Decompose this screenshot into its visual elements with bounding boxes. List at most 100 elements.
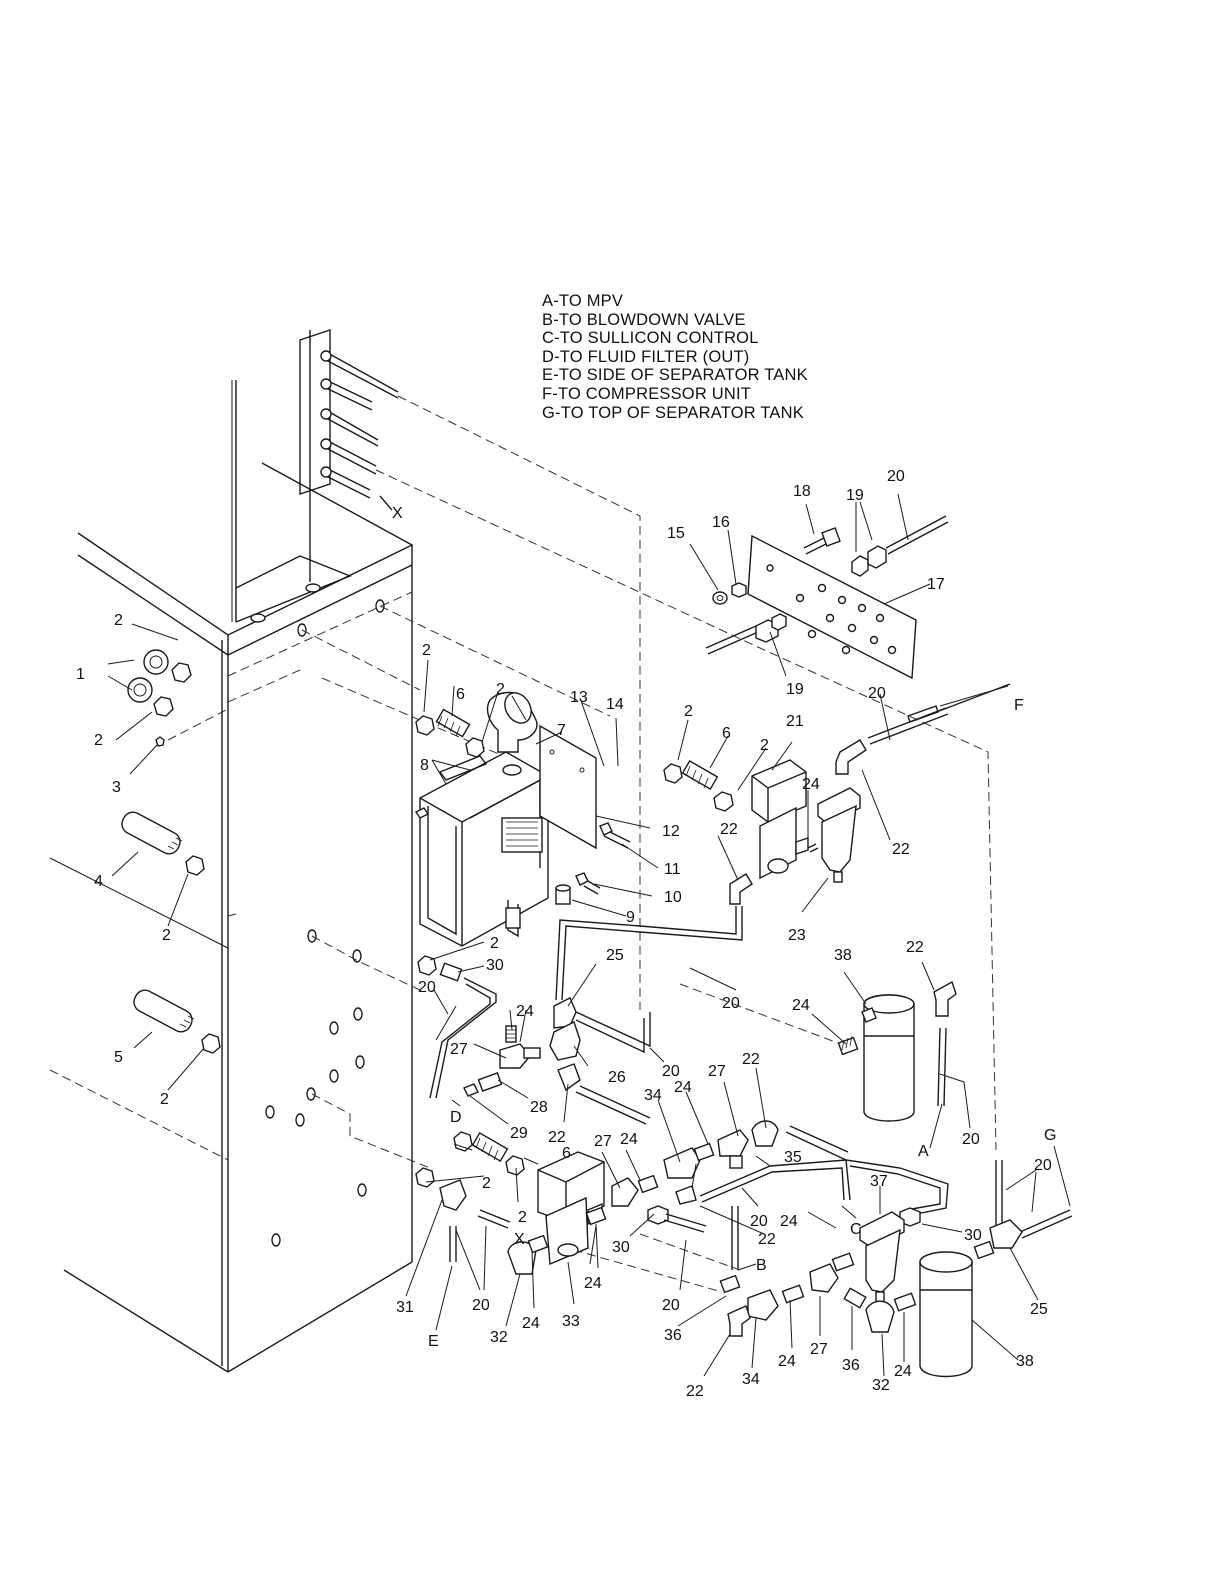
- callout-labels: X 20 18 19 15 16 17 19 2 1 2 3 2 6 2 13 …: [76, 468, 1056, 1400]
- callout-2-f: 2: [760, 737, 769, 754]
- pressure-switch-assembly: [414, 724, 631, 947]
- callout-28: 28: [530, 1099, 548, 1116]
- callout-18: 18: [793, 483, 811, 500]
- callout-16: 16: [712, 514, 730, 531]
- callout-24-d: 24: [674, 1079, 692, 1096]
- elbow-22-tube-f: [835, 683, 1011, 775]
- callout-30-b: 30: [612, 1239, 630, 1256]
- elbow-fitting-7: [486, 691, 538, 753]
- callout-2-d: 2: [496, 681, 505, 698]
- callout-24-b: 24: [792, 997, 810, 1014]
- legend-item-g: G-TO TOP OF SEPARATOR TANK: [542, 403, 804, 422]
- callout-2-i: 2: [160, 1091, 169, 1108]
- fluid-filter-38-upper: [837, 980, 957, 1122]
- callout-x-top: X: [392, 505, 403, 522]
- tubing-g: [973, 1160, 1073, 1260]
- callout-24-a: 24: [802, 776, 820, 793]
- callout-34-b: 34: [742, 1371, 760, 1388]
- callout-a: A: [918, 1143, 929, 1160]
- callout-20-d: 20: [418, 979, 436, 996]
- nipple-set-lower: [453, 1131, 525, 1176]
- callout-6-a: 6: [456, 686, 465, 703]
- callout-g: G: [1044, 1127, 1056, 1144]
- callout-5: 5: [114, 1049, 123, 1066]
- callout-b: B: [756, 1257, 767, 1274]
- callout-31: 31: [396, 1299, 414, 1316]
- tee-31: [415, 1167, 511, 1262]
- lower-right-piping: [719, 1252, 917, 1337]
- callout-22-d: 22: [548, 1129, 566, 1146]
- legend-item-e: E-TO SIDE OF SEPARATOR TANK: [542, 366, 808, 385]
- legend-item-b: B-TO BLOWDOWN VALVE: [542, 310, 746, 329]
- callout-15: 15: [667, 525, 685, 542]
- callout-22-e: 22: [742, 1051, 760, 1068]
- callout-2-a: 2: [114, 612, 123, 629]
- callout-3: 3: [112, 779, 121, 796]
- callout-13: 13: [570, 689, 588, 706]
- tubing-20-center: [555, 873, 753, 1001]
- callout-1: 1: [76, 666, 85, 683]
- solenoid-valve-21: [663, 759, 809, 880]
- callout-32-b: 32: [872, 1377, 890, 1394]
- legend-item-d: D-TO FLUID FILTER (OUT): [542, 347, 750, 366]
- callout-19-top: 19: [846, 487, 864, 504]
- callout-f: F: [1014, 697, 1024, 714]
- callout-11: 11: [664, 861, 681, 878]
- callout-20-f: 20: [868, 685, 886, 702]
- callout-26: 26: [608, 1069, 626, 1086]
- solenoid-valve-33: [537, 1151, 605, 1266]
- callout-20-lower: 20: [662, 1297, 680, 1314]
- callout-24-j: 24: [894, 1363, 912, 1380]
- stud-row: [320, 350, 399, 499]
- destination-legend: A-TO MPV B-TO BLOWDOWN VALVE C-TO SULLIC…: [542, 292, 808, 422]
- routing-lines: [167, 395, 997, 1293]
- tee-27-left: [463, 1025, 541, 1097]
- callout-20-center: 20: [722, 995, 740, 1012]
- legend-item-f: F-TO COMPRESSOR UNIT: [542, 384, 752, 403]
- callout-20-a: 20: [962, 1131, 980, 1148]
- panel-mounting-holes: [265, 599, 385, 1247]
- callout-22-g: 22: [686, 1383, 704, 1400]
- callout-20-top: 20: [887, 468, 905, 485]
- leader-lines: [107, 493, 1071, 1377]
- callout-d: D: [450, 1109, 462, 1126]
- callout-2-b: 2: [94, 732, 103, 749]
- callout-37: 37: [870, 1173, 888, 1190]
- callout-21: 21: [786, 713, 804, 730]
- callout-17: 17: [927, 576, 945, 593]
- bracket-plate-17: [705, 515, 949, 680]
- callout-24-h: 24: [584, 1275, 602, 1292]
- callout-27-b: 27: [708, 1063, 726, 1080]
- fitting-30-tube-d: [417, 955, 497, 1099]
- callout-25-a: 25: [606, 947, 624, 964]
- callout-4: 4: [94, 873, 103, 890]
- callout-23: 23: [788, 927, 806, 944]
- callout-2-j: 2: [482, 1175, 491, 1192]
- callout-30-a: 30: [486, 957, 504, 974]
- callout-22-b: 22: [892, 841, 910, 858]
- callout-35: 35: [784, 1149, 802, 1166]
- callout-24-f: 24: [780, 1213, 798, 1230]
- callout-27-a: 27: [450, 1041, 468, 1058]
- callout-33: 33: [562, 1313, 580, 1330]
- callout-30-c: 30: [964, 1227, 982, 1244]
- callout-2-c: 2: [422, 642, 431, 659]
- tee-cluster-25-26: [549, 997, 651, 1125]
- callout-8: 8: [420, 757, 429, 774]
- callout-22-a: 22: [720, 821, 738, 838]
- separator-tank-panel: [49, 330, 414, 1373]
- callout-36-a: 36: [664, 1327, 682, 1344]
- callout-27-d: 27: [810, 1341, 828, 1358]
- callout-38-a: 38: [834, 947, 852, 964]
- callout-x-lower: X: [514, 1231, 525, 1248]
- callout-10: 10: [664, 889, 682, 906]
- callout-14: 14: [606, 696, 624, 713]
- line-filter-23: [807, 787, 861, 883]
- callout-36-b: 36: [842, 1357, 860, 1374]
- legend-item-a: A-TO MPV: [542, 292, 624, 310]
- callout-22-f: 22: [758, 1231, 776, 1248]
- callout-38-b: 38: [1016, 1353, 1034, 1370]
- callout-12: 12: [662, 823, 680, 840]
- callout-22-c: 22: [906, 939, 924, 956]
